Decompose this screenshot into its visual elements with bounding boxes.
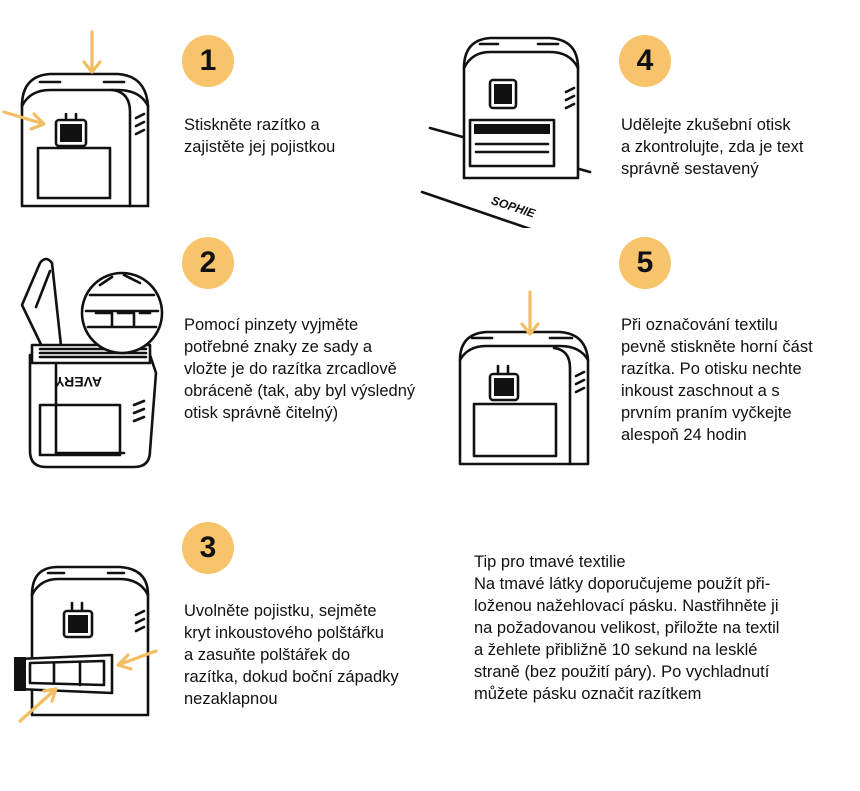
step-1-badge: 1 <box>182 35 234 87</box>
arrow-up-right <box>18 687 58 723</box>
tip-title: Tip pro tmavé textilie <box>474 553 626 571</box>
arrow-right <box>2 110 46 131</box>
step-5-badge: 5 <box>619 237 671 289</box>
arrow-down <box>82 30 102 74</box>
step-2-text: Pomocí pinzety vyjměte potřebné znaky ze… <box>184 316 416 422</box>
step-4-badge: 4 <box>619 35 671 87</box>
step-2-illustration: AVERY <box>20 257 164 469</box>
step-5-illustration <box>458 290 590 466</box>
step-3-text: Uvolněte pojistku, sejměte kryt inkousto… <box>184 602 399 708</box>
brand-text: AVERY <box>55 374 102 390</box>
step-5-text: Při označování textilu pevně stiskněte h… <box>621 316 813 444</box>
arrow-down <box>520 290 540 336</box>
step-2-badge: 2 <box>182 237 234 289</box>
step-3-illustration <box>14 565 158 723</box>
step-1-illustration <box>2 30 150 208</box>
step-4-illustration: SOPHIE <box>420 36 592 228</box>
step-4-text: Udělejte zkušební otisk a zkontrolujte, … <box>621 116 804 178</box>
step-1-text: Stiskněte razítko a zajistěte jej pojist… <box>184 116 336 156</box>
arrow-left <box>116 649 158 671</box>
step-3-badge: 3 <box>182 522 234 574</box>
tip-body: Na tmavé látky doporučujeme použít při- … <box>474 575 780 703</box>
